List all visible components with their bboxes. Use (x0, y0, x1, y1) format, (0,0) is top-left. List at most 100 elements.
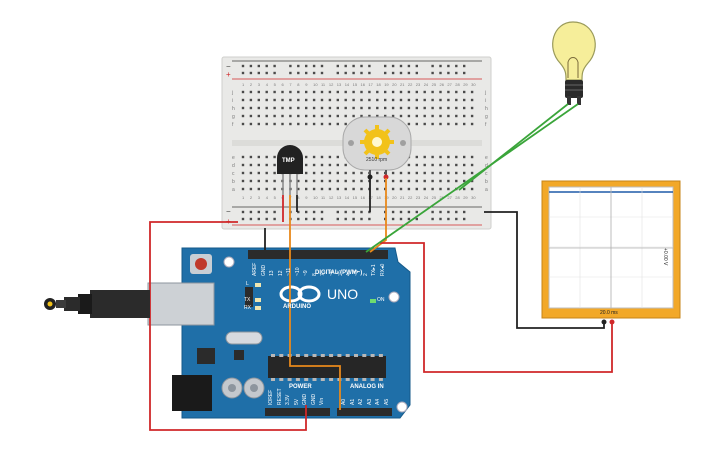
column-number: 4 (266, 82, 269, 87)
column-number: 2 (250, 82, 253, 87)
mounting-hole (223, 256, 235, 268)
row-letter: b (485, 179, 488, 185)
power-pin-label: RESET (276, 388, 283, 405)
column-number: 20 (392, 195, 397, 200)
digital-pin-label: 2 (362, 273, 369, 276)
column-number: 17 (368, 82, 373, 87)
power-header[interactable] (265, 408, 330, 416)
wire-bulb-2[interactable] (365, 103, 579, 253)
digital-pin-label: 8 (311, 273, 318, 276)
column-number: 14 (345, 195, 350, 200)
arduino-brand-label: ARDUINO (283, 304, 311, 310)
light-bulb[interactable] (552, 21, 596, 105)
column-number: 23 (416, 82, 421, 87)
wire-bulb-1[interactable] (458, 103, 569, 191)
column-number: 11 (321, 82, 326, 87)
column-number: 5 (274, 195, 277, 200)
column-number: 12 (329, 82, 334, 87)
digital-pin-label: 13 (269, 270, 275, 276)
column-number: 24 (424, 195, 429, 200)
row-letter: e (232, 155, 235, 161)
row-letter: f (232, 122, 234, 128)
column-number: 23 (416, 195, 421, 200)
arduino-uno-board[interactable] (147, 247, 411, 419)
analog-pin-label: A3 (366, 398, 373, 405)
oscilloscope[interactable] (541, 180, 681, 325)
column-number: 6 (282, 82, 285, 87)
wire-scope-signal[interactable] (380, 242, 613, 373)
wire-scope-gnd[interactable] (484, 211, 605, 329)
column-number: 1 (242, 195, 245, 200)
power-header-label: POWER (289, 384, 312, 390)
column-number: 7 (289, 82, 292, 87)
temp-sensor-label: TMP (282, 158, 295, 164)
usb-cable[interactable] (44, 290, 150, 318)
power-pin-label: IOREF (268, 389, 274, 405)
dc-motor[interactable] (342, 116, 412, 180)
column-number: 15 (353, 82, 358, 87)
reset-button-cap[interactable] (195, 258, 207, 270)
column-number: 29 (463, 195, 468, 200)
digital-pin-label: TX▸1 (371, 264, 377, 276)
digital-pin-label: GND (260, 264, 267, 276)
row-letter: h (232, 106, 235, 112)
row-letter: a (232, 187, 235, 193)
digital-pin-label: 4 (345, 273, 352, 276)
wire-motor-pin[interactable] (369, 178, 387, 253)
voltage-regulator (197, 348, 215, 364)
column-number: 27 (447, 82, 452, 87)
column-number: 8 (297, 195, 300, 200)
column-number: 3 (258, 195, 261, 200)
l-led-label: L (246, 281, 249, 287)
column-number: 20 (392, 82, 397, 87)
power-pin-label: GND (302, 393, 308, 405)
crystal (225, 331, 263, 345)
column-number: 16 (361, 195, 366, 200)
usb-port[interactable] (147, 282, 215, 326)
column-number: 8 (297, 82, 300, 87)
rail-minus-label-bottom: − (226, 207, 231, 216)
analog-pin-label: A1 (349, 398, 356, 405)
analog-header[interactable] (337, 408, 392, 416)
row-letter: j (231, 90, 233, 96)
column-number: 24 (424, 82, 429, 87)
column-number: 9 (305, 195, 308, 200)
column-number: 1 (242, 82, 245, 87)
column-number: 22 (408, 82, 413, 87)
column-number: 14 (345, 82, 350, 87)
column-number: 3 (258, 82, 261, 87)
column-number: 29 (463, 82, 468, 87)
digital-header-label: DIGITAL (PWM~) (315, 270, 363, 276)
column-number: 12 (329, 195, 334, 200)
row-letter: e (485, 155, 488, 161)
column-number: 4 (266, 195, 269, 200)
row-letter: a (485, 187, 488, 193)
digital-pin-label: ~6 (328, 270, 335, 276)
digital-pin-label: ~11 (286, 267, 292, 276)
icsp-header (245, 287, 253, 307)
row-letter: d (485, 163, 488, 169)
mounting-hole (388, 291, 400, 303)
atmega-chip (268, 356, 386, 378)
row-letter: i (232, 98, 233, 104)
wire-5v[interactable] (149, 221, 307, 431)
column-number: 28 (455, 195, 460, 200)
digital-header[interactable] (248, 250, 388, 259)
motor-speed-readout: 2510 rpm (366, 157, 388, 163)
column-number: 10 (313, 195, 318, 200)
row-letter: h (485, 106, 488, 112)
temperature-sensor[interactable] (277, 145, 303, 195)
digital-pin-label: ~9 (303, 270, 309, 276)
wire-sensor-signal[interactable] (289, 195, 341, 410)
barrel-jack[interactable] (172, 375, 212, 411)
power-pin-label: 3.3V (285, 394, 291, 405)
scope-time-label: 20.0 ms (600, 310, 618, 316)
row-letter: c (232, 171, 235, 177)
row-letter: j (484, 90, 486, 96)
scope-volt-label: +0.00 V (662, 248, 668, 266)
row-letter: g (232, 114, 235, 120)
row-letter: c (485, 171, 488, 177)
column-number: 18 (376, 195, 381, 200)
column-number: 30 (471, 195, 476, 200)
column-number: 28 (455, 82, 460, 87)
